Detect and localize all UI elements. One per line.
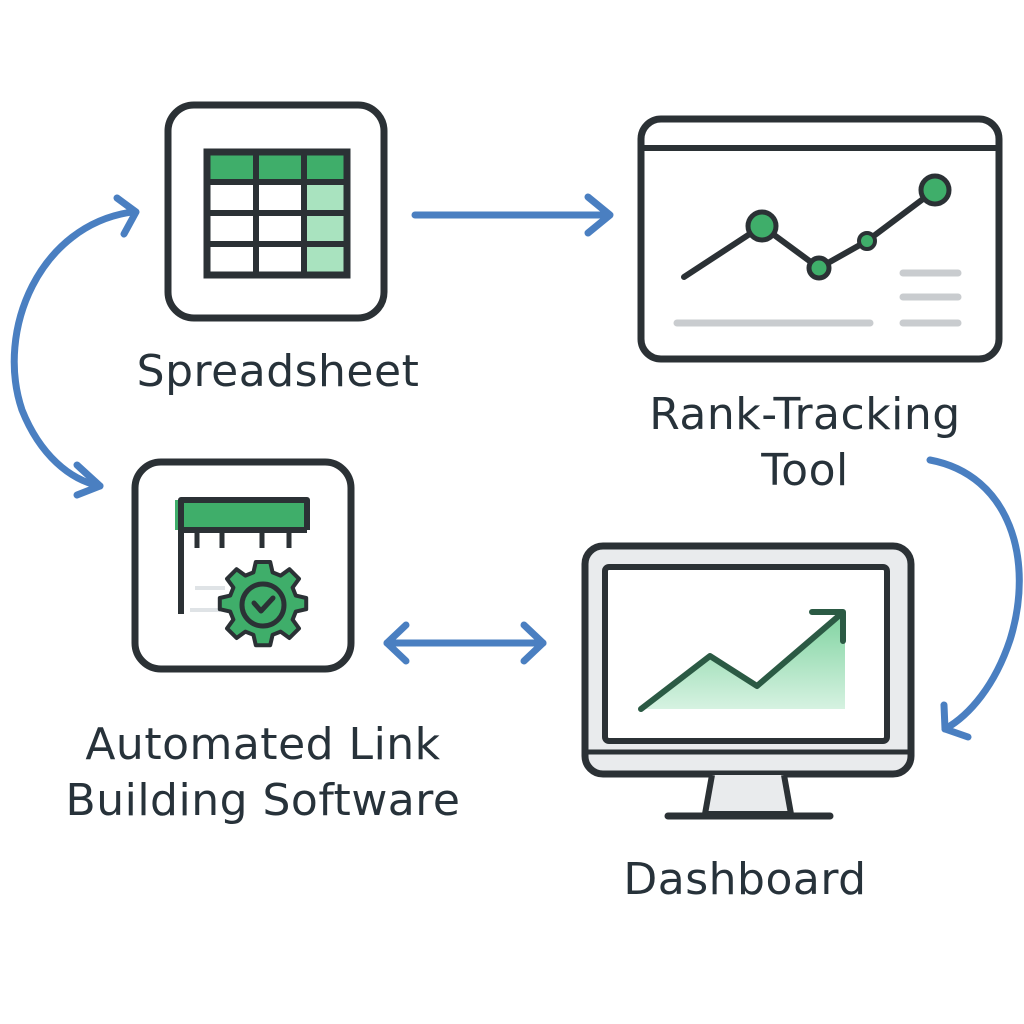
rank-tracking-icon (637, 115, 1003, 363)
spreadsheet-label: Spreadsheet (108, 344, 448, 400)
dashboard-icon (581, 542, 915, 820)
link-building-label-line1: Automated Link (85, 719, 441, 770)
dashboard-trend-line (638, 611, 844, 712)
rank-tracking-label-line1: Rank-Tracking (649, 389, 961, 440)
dashboard-label-text: Dashboard (623, 854, 867, 905)
spreadsheet-header-row (207, 152, 347, 182)
rank-tracking-label: Rank-Tracking Tool (600, 387, 1010, 500)
link-building-label: Automated Link Building Software (18, 717, 508, 830)
arrow-link-building-dashboard (383, 621, 547, 665)
spreadsheet-highlight-column (304, 182, 347, 275)
link-building-icon (131, 458, 355, 673)
spreadsheet-label-text: Spreadsheet (136, 346, 420, 397)
dashboard-area-fill (641, 612, 845, 709)
arrow-rank-to-dashboard (926, 456, 1023, 741)
spreadsheet-icon (164, 101, 388, 322)
arrow-spreadsheet-to-rank (411, 193, 614, 237)
link-building-label-line2: Building Software (65, 775, 461, 827)
gear-check-icon (217, 559, 309, 648)
rank-tracking-label-line2: Tool (761, 445, 849, 497)
dashboard-label: Dashboard (560, 852, 930, 908)
link-building-icon-frame (131, 458, 355, 673)
arrow-spreadsheet-link-building (10, 194, 140, 499)
